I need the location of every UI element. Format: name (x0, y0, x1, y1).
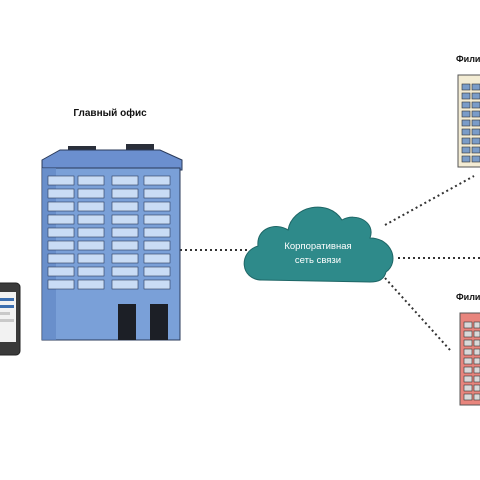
window (471, 119, 480, 127)
window (463, 330, 473, 338)
window (47, 240, 75, 251)
window (143, 279, 171, 290)
window (77, 266, 105, 277)
window (143, 175, 171, 186)
window (463, 384, 473, 392)
window (143, 240, 171, 251)
window (77, 253, 105, 264)
window (461, 110, 471, 118)
window (143, 227, 171, 238)
window (111, 201, 139, 212)
window (473, 384, 480, 392)
window (463, 348, 473, 356)
window (143, 188, 171, 199)
branch-top-window-grid (461, 83, 480, 163)
window (47, 253, 75, 264)
window (473, 330, 480, 338)
window (47, 214, 75, 225)
cloud-shape (243, 206, 394, 283)
window (463, 339, 473, 347)
window (463, 366, 473, 374)
window (461, 128, 471, 136)
window (143, 201, 171, 212)
branch-bottom-building (459, 312, 480, 406)
window (473, 348, 480, 356)
window (471, 110, 480, 118)
branch-bottom-label: Фили (456, 292, 480, 302)
window (461, 83, 471, 91)
window (473, 366, 480, 374)
window (47, 227, 75, 238)
window (463, 375, 473, 383)
window (77, 240, 105, 251)
branch-top-label: Фили (456, 54, 480, 64)
corporate-network-cloud (243, 206, 394, 283)
window (461, 101, 471, 109)
window (463, 321, 473, 329)
window (463, 393, 473, 401)
window-grid (47, 175, 171, 290)
roof (41, 149, 183, 171)
window (143, 266, 171, 277)
link-cloud-to-branch-top (384, 175, 475, 226)
window (111, 240, 139, 251)
window (111, 175, 139, 186)
window (461, 155, 471, 163)
window (111, 188, 139, 199)
window (471, 101, 480, 109)
window (111, 227, 139, 238)
cloud-label-line1: Корпоративная (284, 241, 351, 252)
window (111, 266, 139, 277)
window (111, 279, 139, 290)
window (471, 83, 480, 91)
main-office-building (41, 144, 183, 341)
window (461, 146, 471, 154)
window (471, 92, 480, 100)
window (77, 214, 105, 225)
window (77, 175, 105, 186)
cloud-label-line2: сеть связи (295, 255, 341, 266)
window (47, 201, 75, 212)
window (77, 279, 105, 290)
window (47, 188, 75, 199)
window (47, 279, 75, 290)
window (47, 266, 75, 277)
link-cloud-to-branch-bottom (384, 277, 451, 351)
window (473, 321, 480, 329)
connections (180, 175, 480, 351)
window (471, 146, 480, 154)
window (473, 357, 480, 365)
window (111, 214, 139, 225)
window (143, 253, 171, 264)
branch-bottom-window-grid (463, 321, 480, 401)
window (461, 119, 471, 127)
window (461, 137, 471, 145)
window (471, 155, 480, 163)
door-left (118, 304, 136, 340)
branch-top-building (457, 74, 480, 168)
window (473, 375, 480, 383)
main-office-label: Главный офис (73, 107, 147, 119)
window (471, 128, 480, 136)
window (473, 393, 480, 401)
tablet-icon (0, 282, 21, 356)
window (77, 188, 105, 199)
window (471, 137, 480, 145)
door-right (150, 304, 168, 340)
window (461, 92, 471, 100)
window (143, 214, 171, 225)
window (463, 357, 473, 365)
window (77, 201, 105, 212)
window (473, 339, 480, 347)
window (77, 227, 105, 238)
window (111, 253, 139, 264)
window (47, 175, 75, 186)
